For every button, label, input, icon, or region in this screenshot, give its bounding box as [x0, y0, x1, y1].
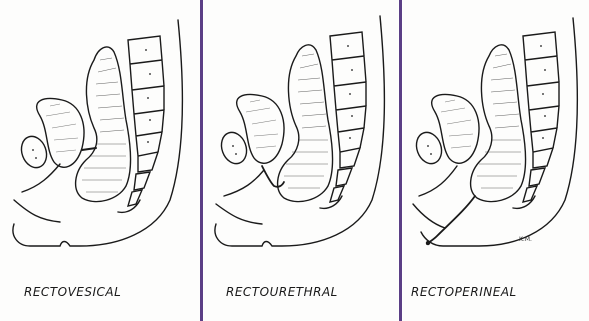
fistula-tract	[427, 196, 475, 244]
sacrum-vertebrae	[128, 36, 164, 206]
bladder-hatching	[46, 104, 78, 152]
rectum-hatching	[82, 58, 126, 192]
body-contour	[421, 18, 577, 246]
bladder-outline	[37, 99, 84, 168]
sacrum-vertebrae	[523, 32, 559, 202]
rectoperineal-illustration	[403, 0, 589, 321]
caption-rectoperineal: RECTOPERINEAL	[411, 285, 517, 299]
bladder-hatching	[246, 100, 278, 148]
bladder-hatching	[441, 100, 473, 148]
panel-divider	[399, 0, 402, 321]
sacrum-vertebrae	[330, 32, 366, 202]
rectovesical-illustration	[0, 0, 200, 321]
caption-rectovesical: RECTOVESICAL	[24, 285, 121, 299]
rectum-outline	[278, 45, 333, 202]
artist-signature: K.M.	[519, 236, 532, 243]
panel-divider	[200, 0, 203, 321]
urethra-line	[224, 170, 264, 196]
panel-rectovesical: RECTOVESICAL	[0, 0, 200, 321]
rectourethral-illustration	[204, 0, 398, 321]
panel-rectoperineal: K.M. RECTOPERINEAL	[403, 0, 589, 321]
bladder-outline	[432, 95, 479, 164]
caption-rectourethral: RECTOURETHRAL	[226, 285, 338, 299]
perineum-line	[14, 200, 60, 222]
bladder-outline	[237, 95, 284, 164]
rectum-hatching	[284, 54, 328, 188]
urethra-line	[419, 166, 457, 196]
pubic-bone	[217, 129, 250, 167]
urethra-line	[22, 164, 60, 192]
perineum-line	[216, 204, 262, 224]
perineum-line	[413, 204, 445, 228]
rectum-hatching	[477, 54, 521, 188]
panel-rectourethral: RECTOURETHRAL	[204, 0, 398, 321]
pubic-bone	[412, 129, 445, 167]
pubic-bone	[17, 133, 50, 171]
fistula-opening	[426, 241, 430, 245]
